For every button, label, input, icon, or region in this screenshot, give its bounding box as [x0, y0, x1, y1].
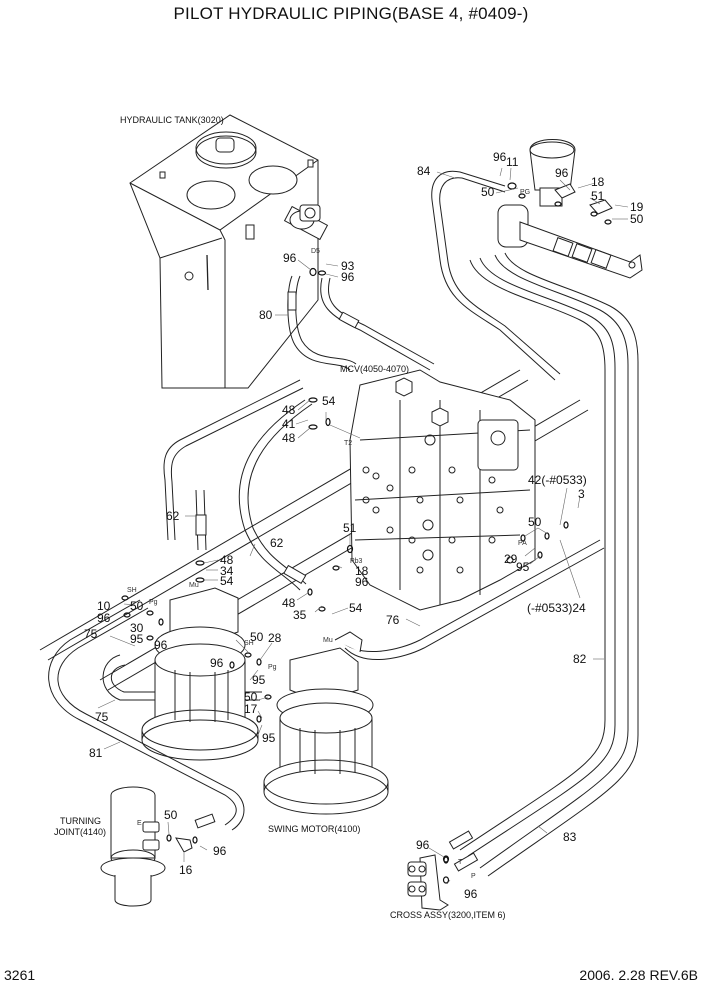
callout-76: 76 [386, 613, 400, 627]
callout-11: 11 [506, 155, 519, 169]
callout-81: 81 [89, 746, 103, 760]
callout-50: 50 [528, 515, 542, 529]
callout-96: 96 [416, 838, 430, 852]
callout-17: 17 [244, 702, 258, 716]
turning-joint-label-line2: JOINT(4140) [54, 827, 106, 837]
port-pg-left: Pg [149, 599, 158, 606]
callout-75: 75 [95, 710, 109, 724]
callout-96: 96 [341, 270, 355, 284]
turning-joint [100, 786, 193, 907]
callout-48: 48 [282, 431, 296, 445]
turning-joint-label-line1: TURNING [60, 816, 101, 826]
port-t: T [458, 859, 463, 866]
port-pa: PA [518, 540, 527, 547]
callout-35: 35 [293, 608, 307, 622]
callout-3: 3 [578, 487, 585, 501]
callout-96: 96 [555, 166, 569, 180]
port-pb3: Pb3 [350, 558, 363, 565]
callout-10: 10 [97, 599, 111, 613]
hydraulic-tank-label: HYDRAULIC TANK(3020) [120, 115, 224, 125]
solenoid-valve-block [497, 139, 643, 279]
callout-96: 96 [283, 251, 297, 265]
callouts: 84 96 11 96 50 18 51 19 50 96 93 96 80 5… [84, 150, 644, 901]
port-pg-right: Pg [268, 664, 277, 671]
callout-96: 96 [355, 575, 369, 589]
cross-assy-label: CROSS ASSY(3200,ITEM 6) [390, 910, 506, 920]
o-rings [121, 267, 569, 864]
callout-62: 62 [166, 509, 180, 523]
port-t2: T2 [344, 440, 352, 447]
callout-96: 96 [210, 656, 224, 670]
callout-95: 95 [516, 560, 530, 574]
revision-date: 2006. 2.28 REV.6B [579, 967, 698, 983]
page-number: 3261 [4, 967, 36, 983]
callout-80: 80 [259, 308, 273, 322]
main-control-valve [349, 369, 536, 611]
mcv-fittings [362, 434, 514, 574]
callout-50: 50 [250, 630, 264, 644]
callout-42: 42(-#0533) [528, 473, 587, 487]
callout-83: 83 [563, 830, 577, 844]
callout-19: 19 [630, 200, 644, 214]
callout-96: 96 [464, 887, 478, 901]
callout-84: 84 [417, 164, 431, 178]
port-p: P [471, 873, 476, 880]
callout-48: 48 [282, 596, 296, 610]
port-sh-right: SH [244, 640, 254, 647]
swing-motor-left [141, 587, 259, 761]
callout-24: (-#0533)24 [527, 601, 586, 615]
port-d5: D5 [311, 248, 320, 255]
callout-50: 50 [244, 690, 258, 704]
callout-54: 54 [220, 574, 234, 588]
callout-34: 34 [220, 564, 234, 578]
callout-51: 51 [343, 521, 357, 535]
cross-assy [407, 854, 450, 911]
callout-93: 93 [341, 259, 355, 273]
callout-96: 96 [154, 638, 168, 652]
callout-16: 16 [179, 863, 193, 877]
swing-motor-label: SWING MOTOR(4100) [268, 824, 360, 834]
hydraulic-tank [129, 114, 329, 389]
callout-30: 30 [130, 621, 144, 635]
leader-lines [97, 167, 629, 885]
page-title: PILOT HYDRAULIC PIPING(BASE 4, #0409-) [173, 4, 529, 23]
callout-28: 28 [268, 631, 282, 645]
callout-95: 95 [262, 731, 276, 745]
callout-50: 50 [630, 212, 644, 226]
callout-96: 96 [493, 150, 507, 164]
callout-62: 62 [270, 536, 284, 550]
port-sh-left: SH [127, 587, 137, 594]
callout-96: 96 [213, 844, 227, 858]
mcv-label: MCV(4050-4070) [340, 364, 409, 374]
callout-18: 18 [591, 175, 605, 189]
callout-54: 54 [349, 601, 363, 615]
callout-18: 18 [355, 564, 369, 578]
callout-95: 95 [252, 673, 266, 687]
callout-95: 95 [130, 632, 144, 646]
port-e: E [137, 820, 142, 827]
port-mu-left: Mu [189, 582, 199, 589]
callout-48: 48 [220, 553, 234, 567]
callout-50: 50 [164, 808, 178, 822]
callout-51: 51 [591, 189, 605, 203]
callout-50: 50 [481, 185, 495, 199]
port-pg-top: PG [520, 189, 530, 196]
callout-29: 29 [504, 552, 518, 566]
swing-motor-right [263, 631, 389, 815]
callout-41: 41 [282, 417, 296, 431]
callout-50: 50 [130, 599, 144, 613]
callout-82: 82 [573, 652, 587, 666]
callout-54: 54 [322, 394, 336, 408]
callout-48: 48 [282, 403, 296, 417]
port-mu-right: Mu [323, 637, 333, 644]
callout-96: 96 [97, 611, 111, 625]
callout-75: 75 [84, 627, 98, 641]
